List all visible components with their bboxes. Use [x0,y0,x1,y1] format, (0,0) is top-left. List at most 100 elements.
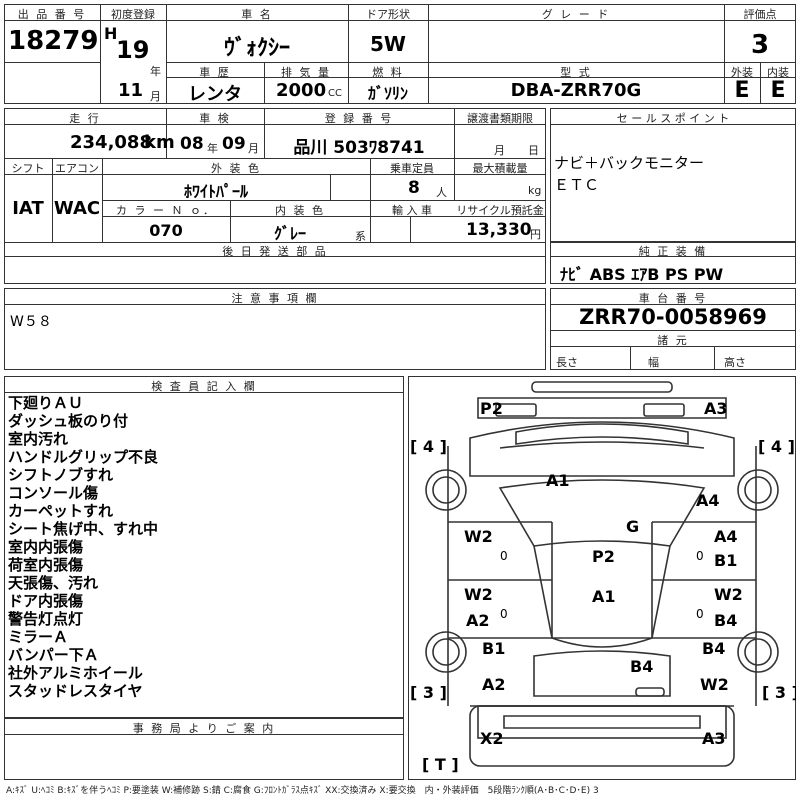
fuel: ｶﾞｿﾘﾝ [367,84,408,103]
capacity-header: 乗車定員 [390,162,434,175]
office-notice-box [4,718,404,780]
interior-grade: E [770,78,786,103]
inspection-year-unit: 年 [207,142,218,155]
int-color-header: 内 装 色 [275,204,325,217]
aircon-header: エアコン [55,162,99,175]
legend: A:ｷｽﾞ U:ﾍｺﾐ B:ｷｽﾞを伴うﾍｺﾐ P:要塗装 W:補修跡 S:錆 … [6,786,599,796]
door-mark-fl: 0 [500,549,508,563]
later-parts-header: 後 日 発 送 部 品 [222,245,328,258]
diagram-label-front-door-left: W2 [464,527,493,546]
notes-header: 注 意 事 項 欄 [231,292,319,305]
inspector-box [4,376,404,718]
door: 5W [370,32,406,56]
inspector-note: シフトノブすれ [8,466,114,484]
diagram-label-front-door-right-b: B1 [714,551,737,570]
diagram-label-top-left: P2 [480,399,503,418]
inspector-note: シート焦げ中、すれ中 [8,520,159,538]
diagram-label-front-door-right-a: A4 [714,527,738,546]
inspector-note: スタッドレスタイヤ [8,682,143,700]
color-no: 070 [149,221,183,240]
recycle-header: リサイクル預託金 [456,204,544,217]
door-mark-fr: 0 [696,549,704,563]
chassis-header: 車 台 番 号 [638,292,708,305]
capacity-unit: 人 [436,186,447,199]
inspector-note: ハンドルグリップ不良 [8,448,159,466]
door-mark-rl: 0 [500,607,508,621]
diagram-label-rear-left: B1 [482,639,505,658]
eval-score: 3 [750,30,770,60]
ext-color-header: 外 装 色 [211,162,261,175]
interior-header: 内装 [767,66,789,79]
diagram-label-bottom-right: A3 [702,729,726,748]
inspector-note: コンソール傷 [8,484,99,502]
notes-box [4,288,546,370]
model-code: DBA-ZRR70G [510,80,642,101]
first-reg-year-unit: 年 [150,65,161,78]
inspector-note: 社外アルミホイール [8,664,143,682]
car-diagram-box [408,376,796,780]
aircon: WAC [53,198,101,219]
diagram-label-rear-door-right-b: B4 [714,611,737,630]
diagram-label-quarter-right: W2 [700,675,729,694]
inspector-note: ミラーＡ [8,628,69,646]
diagram-label-rear-door-right-w: W2 [714,585,743,604]
inspector-note: 室内内張傷 [8,538,84,556]
shift-header: シフト [11,162,45,175]
diagram-label-top-right: A3 [704,399,728,418]
inspection-month: 09 [222,134,246,154]
inspector-header: 検 査 員 記 入 欄 [151,380,257,393]
transfer-doc-day-unit: 日 [528,144,539,157]
inspector-note: 警告灯点灯 [8,610,84,628]
import-header: 輸 入 車 [392,204,432,217]
diagram-label-rear-door-left-a: A2 [466,611,490,630]
int-color: ｸﾞﾚｰ [273,224,306,243]
mileage-header: 走 行 [69,112,101,125]
transfer-doc-month-unit: 月 [494,144,505,157]
grade-header: グ レ ー ド [541,8,611,21]
history-header: 車 歴 [199,66,231,79]
office-notice-header: 事 務 局 よ り ご 案 内 [132,722,276,735]
displacement-header: 排 気 量 [281,66,331,79]
header-table [4,4,796,104]
sales-points-header: セ ー ル ス ポ イ ン ト [616,112,730,125]
color-no-header: カ ラ ー Ｎ ｏ． [116,204,216,217]
reg-no-header: 登 録 番 号 [324,112,394,125]
first-reg-month-unit: 月 [150,90,161,103]
transfer-doc-header: 譲渡書類期限 [467,112,533,125]
genuine-equip-header: 純 正 装 備 [638,245,708,258]
door-header: ドア形状 [366,8,410,21]
diagram-label-bottom-t: [ T ] [422,755,459,774]
diagram-label-trunk: B4 [630,657,653,676]
chassis-no: ZRR70-0058969 [579,305,767,329]
listing-no: 18279 [8,26,99,56]
inspector-note: 天張傷、汚れ [8,574,99,592]
recycle: 13,330 [466,220,532,240]
inspector-note: ドア内張傷 [8,592,84,610]
inspector-note: バンパー下Ａ [8,646,99,664]
notes-text: W５８ [10,314,52,330]
diagram-label-hood: A1 [546,471,570,490]
inspector-note: 室内汚れ [8,430,69,448]
diagram-label-rear-left-bracket: [ 3 ] [410,683,447,702]
recycle-unit: 円 [530,228,541,241]
car-name: ｳﾞｫｸｼｰ [223,36,290,61]
sales-point-2: ＥＴＣ [554,176,600,194]
diagram-label-rear-door-left-w: W2 [464,585,493,604]
history: レンタ [188,84,242,105]
displacement: 2000 [276,80,327,101]
door-mark-rr: 0 [696,607,704,621]
first-reg-year: 19 [116,36,150,64]
diagram-label-front-right-bracket: [ 4 ] [758,437,795,456]
inspector-note: ダッシュ板のり付 [8,412,129,430]
inspector-note: 荷室内張傷 [8,556,84,574]
first-reg-month: 11 [118,80,144,101]
exterior-header: 外装 [731,66,753,79]
listing-no-header: 出 品 番 号 [17,8,87,21]
exterior-grade: E [734,78,750,103]
sales-point-1: ナビ＋バックモニター [554,154,705,172]
spec-height-label: 高さ [724,356,746,369]
spec-length-label: 長さ [556,356,578,369]
inspection-month-unit: 月 [248,142,259,155]
shift: IAT [12,198,44,219]
